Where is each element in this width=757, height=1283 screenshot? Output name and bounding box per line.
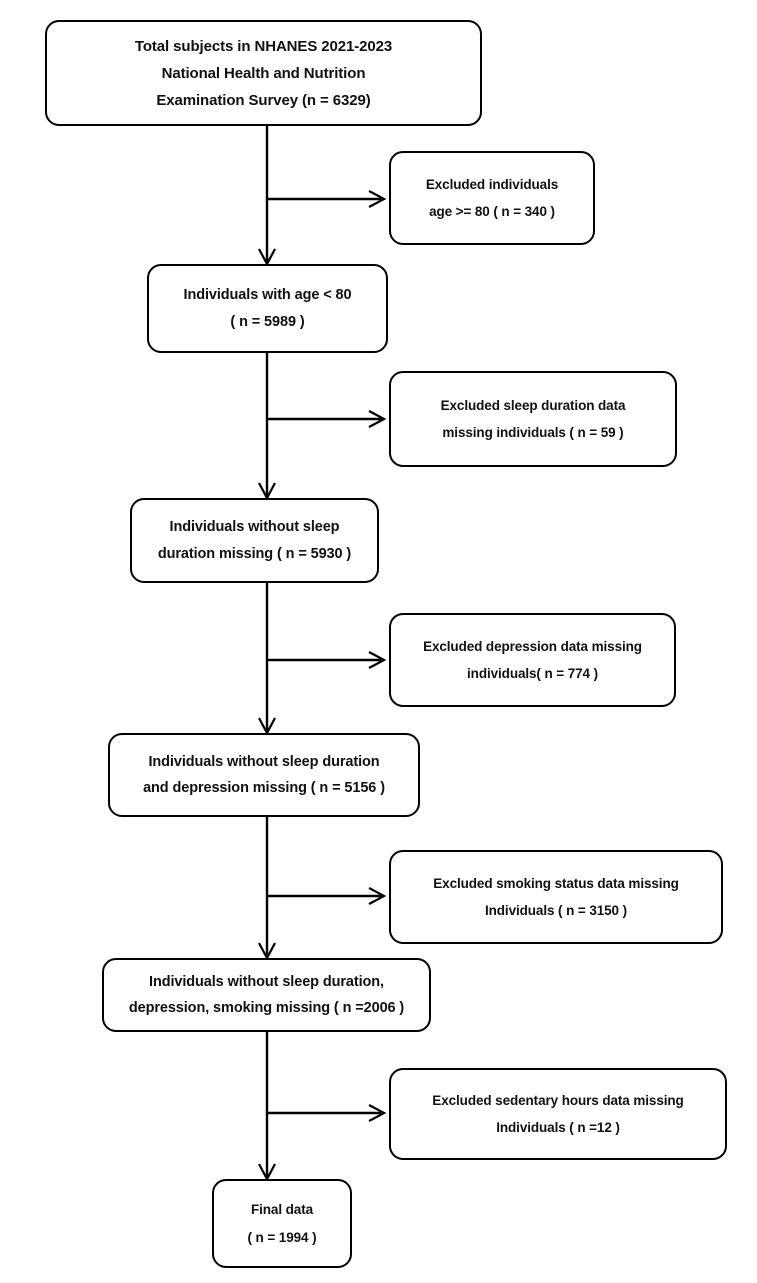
node-without-sleep-and-depression-missing-line-2: and depression missing ( n = 5156 ): [143, 780, 385, 796]
node-excluded-sleep-duration-missing: Excluded sleep duration data missing ind…: [389, 371, 677, 467]
node-excluded-depression-missing-line-2: individuals( n = 774 ): [467, 666, 598, 681]
node-excluded-depression-missing: Excluded depression data missing individ…: [389, 613, 676, 707]
node-without-sleep-depression-smoking-missing-line-2: depression, smoking missing ( n =2006 ): [128, 1000, 405, 1016]
arrowhead-exclusion-5: [368, 1104, 387, 1122]
node-excluded-sleep-duration-missing-line-2: missing individuals ( n = 59 ): [442, 425, 624, 440]
arrowhead-exclusion-3: [368, 651, 387, 669]
arrowhead-exclusion-4: [368, 887, 387, 905]
node-final-data-line-2: ( n = 1994 ): [247, 1229, 317, 1245]
node-individuals-age-under-80: Individuals with age < 80 ( n = 5989 ): [147, 264, 388, 353]
node-total-subjects-line-2: National Health and Nutrition: [161, 64, 366, 82]
arrowhead-exclusion-2: [368, 410, 387, 428]
node-excluded-smoking-status-missing-line-2: Individuals ( n = 3150 ): [484, 903, 628, 918]
node-excluded-depression-missing-line-1: Excluded depression data missing: [423, 638, 642, 654]
node-excluded-sedentary-hours-missing-line-1: Excluded sedentary hours data missing: [432, 1092, 684, 1108]
node-excluded-sleep-duration-missing-line-1: Excluded sleep duration data: [440, 397, 626, 413]
node-excluded-sedentary-hours-missing: Excluded sedentary hours data missing In…: [389, 1068, 727, 1160]
node-total-subjects: Total subjects in NHANES 2021-2023 Natio…: [45, 20, 482, 126]
node-individuals-age-under-80-line-1: Individuals with age < 80: [183, 287, 352, 303]
node-without-sleep-duration-missing-line-1: Individuals without sleep: [169, 519, 340, 535]
arrowhead-exclusion-1: [368, 190, 387, 208]
node-without-sleep-duration-missing: Individuals without sleep duration missi…: [130, 498, 379, 583]
node-without-sleep-duration-missing-line-2: duration missing ( n = 5930 ): [157, 545, 352, 562]
node-excluded-age-80-plus-line-1: Excluded individuals: [425, 176, 559, 192]
node-excluded-sedentary-hours-missing-line-2: Individuals ( n =12 ): [496, 1120, 620, 1135]
node-without-sleep-depression-smoking-missing: Individuals without sleep duration, depr…: [102, 958, 431, 1032]
node-final-data-line-1: Final data: [250, 1202, 313, 1217]
node-total-subjects-line-3: Examination Survey (n = 6329): [156, 91, 371, 109]
node-total-subjects-line-1: Total subjects in NHANES 2021-2023: [134, 37, 393, 55]
node-final-data: Final data ( n = 1994 ): [212, 1179, 352, 1268]
node-without-sleep-and-depression-missing-line-1: Individuals without sleep duration: [148, 753, 380, 770]
node-excluded-age-80-plus: Excluded individuals age >= 80 ( n = 340…: [389, 151, 595, 245]
node-without-sleep-depression-smoking-missing-line-1: Individuals without sleep duration,: [149, 973, 384, 990]
node-without-sleep-and-depression-missing: Individuals without sleep duration and d…: [108, 733, 420, 817]
node-excluded-smoking-status-missing: Excluded smoking status data missing Ind…: [389, 850, 723, 944]
node-excluded-age-80-plus-line-2: age >= 80 ( n = 340 ): [429, 204, 555, 219]
node-excluded-smoking-status-missing-line-1: Excluded smoking status data missing: [433, 875, 679, 891]
node-individuals-age-under-80-line-2: ( n = 5989 ): [230, 313, 305, 330]
